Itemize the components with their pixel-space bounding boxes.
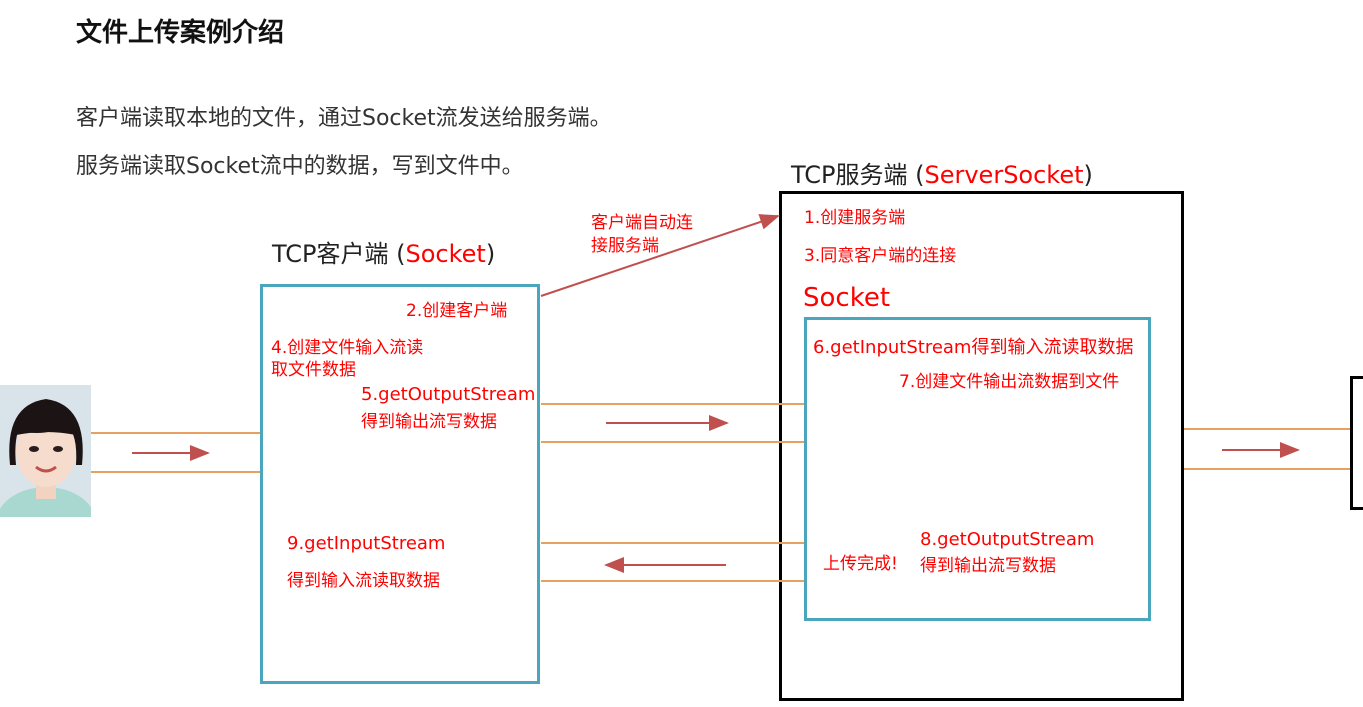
server-step-8-line-2: 得到输出流写数据 (920, 556, 1056, 576)
intro-line-1: 客户端读取本地的文件，通过Socket流发送给服务端。 (76, 106, 612, 131)
arrow-auto-connect (540, 214, 780, 297)
client-label: TCP客户端 (Socket) (272, 234, 495, 269)
user-avatar (0, 385, 91, 517)
client-box (260, 284, 540, 684)
connect-note-line-2: 接服务端 (591, 236, 659, 256)
server-step-8-line-1: 8.getOutputStream (920, 529, 1095, 550)
server-step-7: 7.创建文件输出流数据到文件 (899, 372, 1120, 392)
server-label: TCP服务端 (ServerSocket) (791, 155, 1093, 190)
file-box (1350, 376, 1363, 510)
server-socket-box (804, 317, 1151, 621)
connect-note-line-1: 客户端自动连 (591, 213, 693, 233)
server-step-3: 3.同意客户端的连接 (804, 246, 957, 266)
client-label-socket: Socket (405, 240, 486, 268)
client-step-9-line-1: 9.getInputStream (287, 533, 446, 554)
client-step-5-line-2: 得到输出流写数据 (361, 412, 497, 432)
client-label-prefix: TCP客户端 ( (272, 240, 406, 268)
server-socket-title: Socket (803, 283, 891, 313)
client-step-9-line-2: 得到输入流读取数据 (287, 571, 440, 591)
user-avatar-icon (0, 385, 91, 517)
server-label-serversocket: ServerSocket (924, 161, 1084, 189)
client-step-5-line-1: 5.getOutputStream (361, 384, 536, 405)
server-box (779, 191, 1184, 701)
client-step-4-line-1: 4.创建文件输入流读 (271, 338, 424, 358)
intro-line-2: 服务端读取Socket流中的数据，写到文件中。 (76, 154, 524, 179)
upload-done-label: 上传完成! (823, 554, 898, 574)
page-title: 文件上传案例介绍 (76, 18, 285, 48)
client-label-suffix: ) (485, 240, 496, 268)
server-step-6: 6.getInputStream得到输入流读取数据 (813, 337, 1134, 358)
client-step-2: 2.创建客户端 (406, 301, 508, 321)
server-label-suffix: ) (1083, 161, 1093, 189)
client-step-4-line-2: 取文件数据 (271, 360, 356, 380)
server-step-1: 1.创建服务端 (804, 208, 906, 228)
server-label-prefix: TCP服务端 ( (791, 161, 925, 189)
